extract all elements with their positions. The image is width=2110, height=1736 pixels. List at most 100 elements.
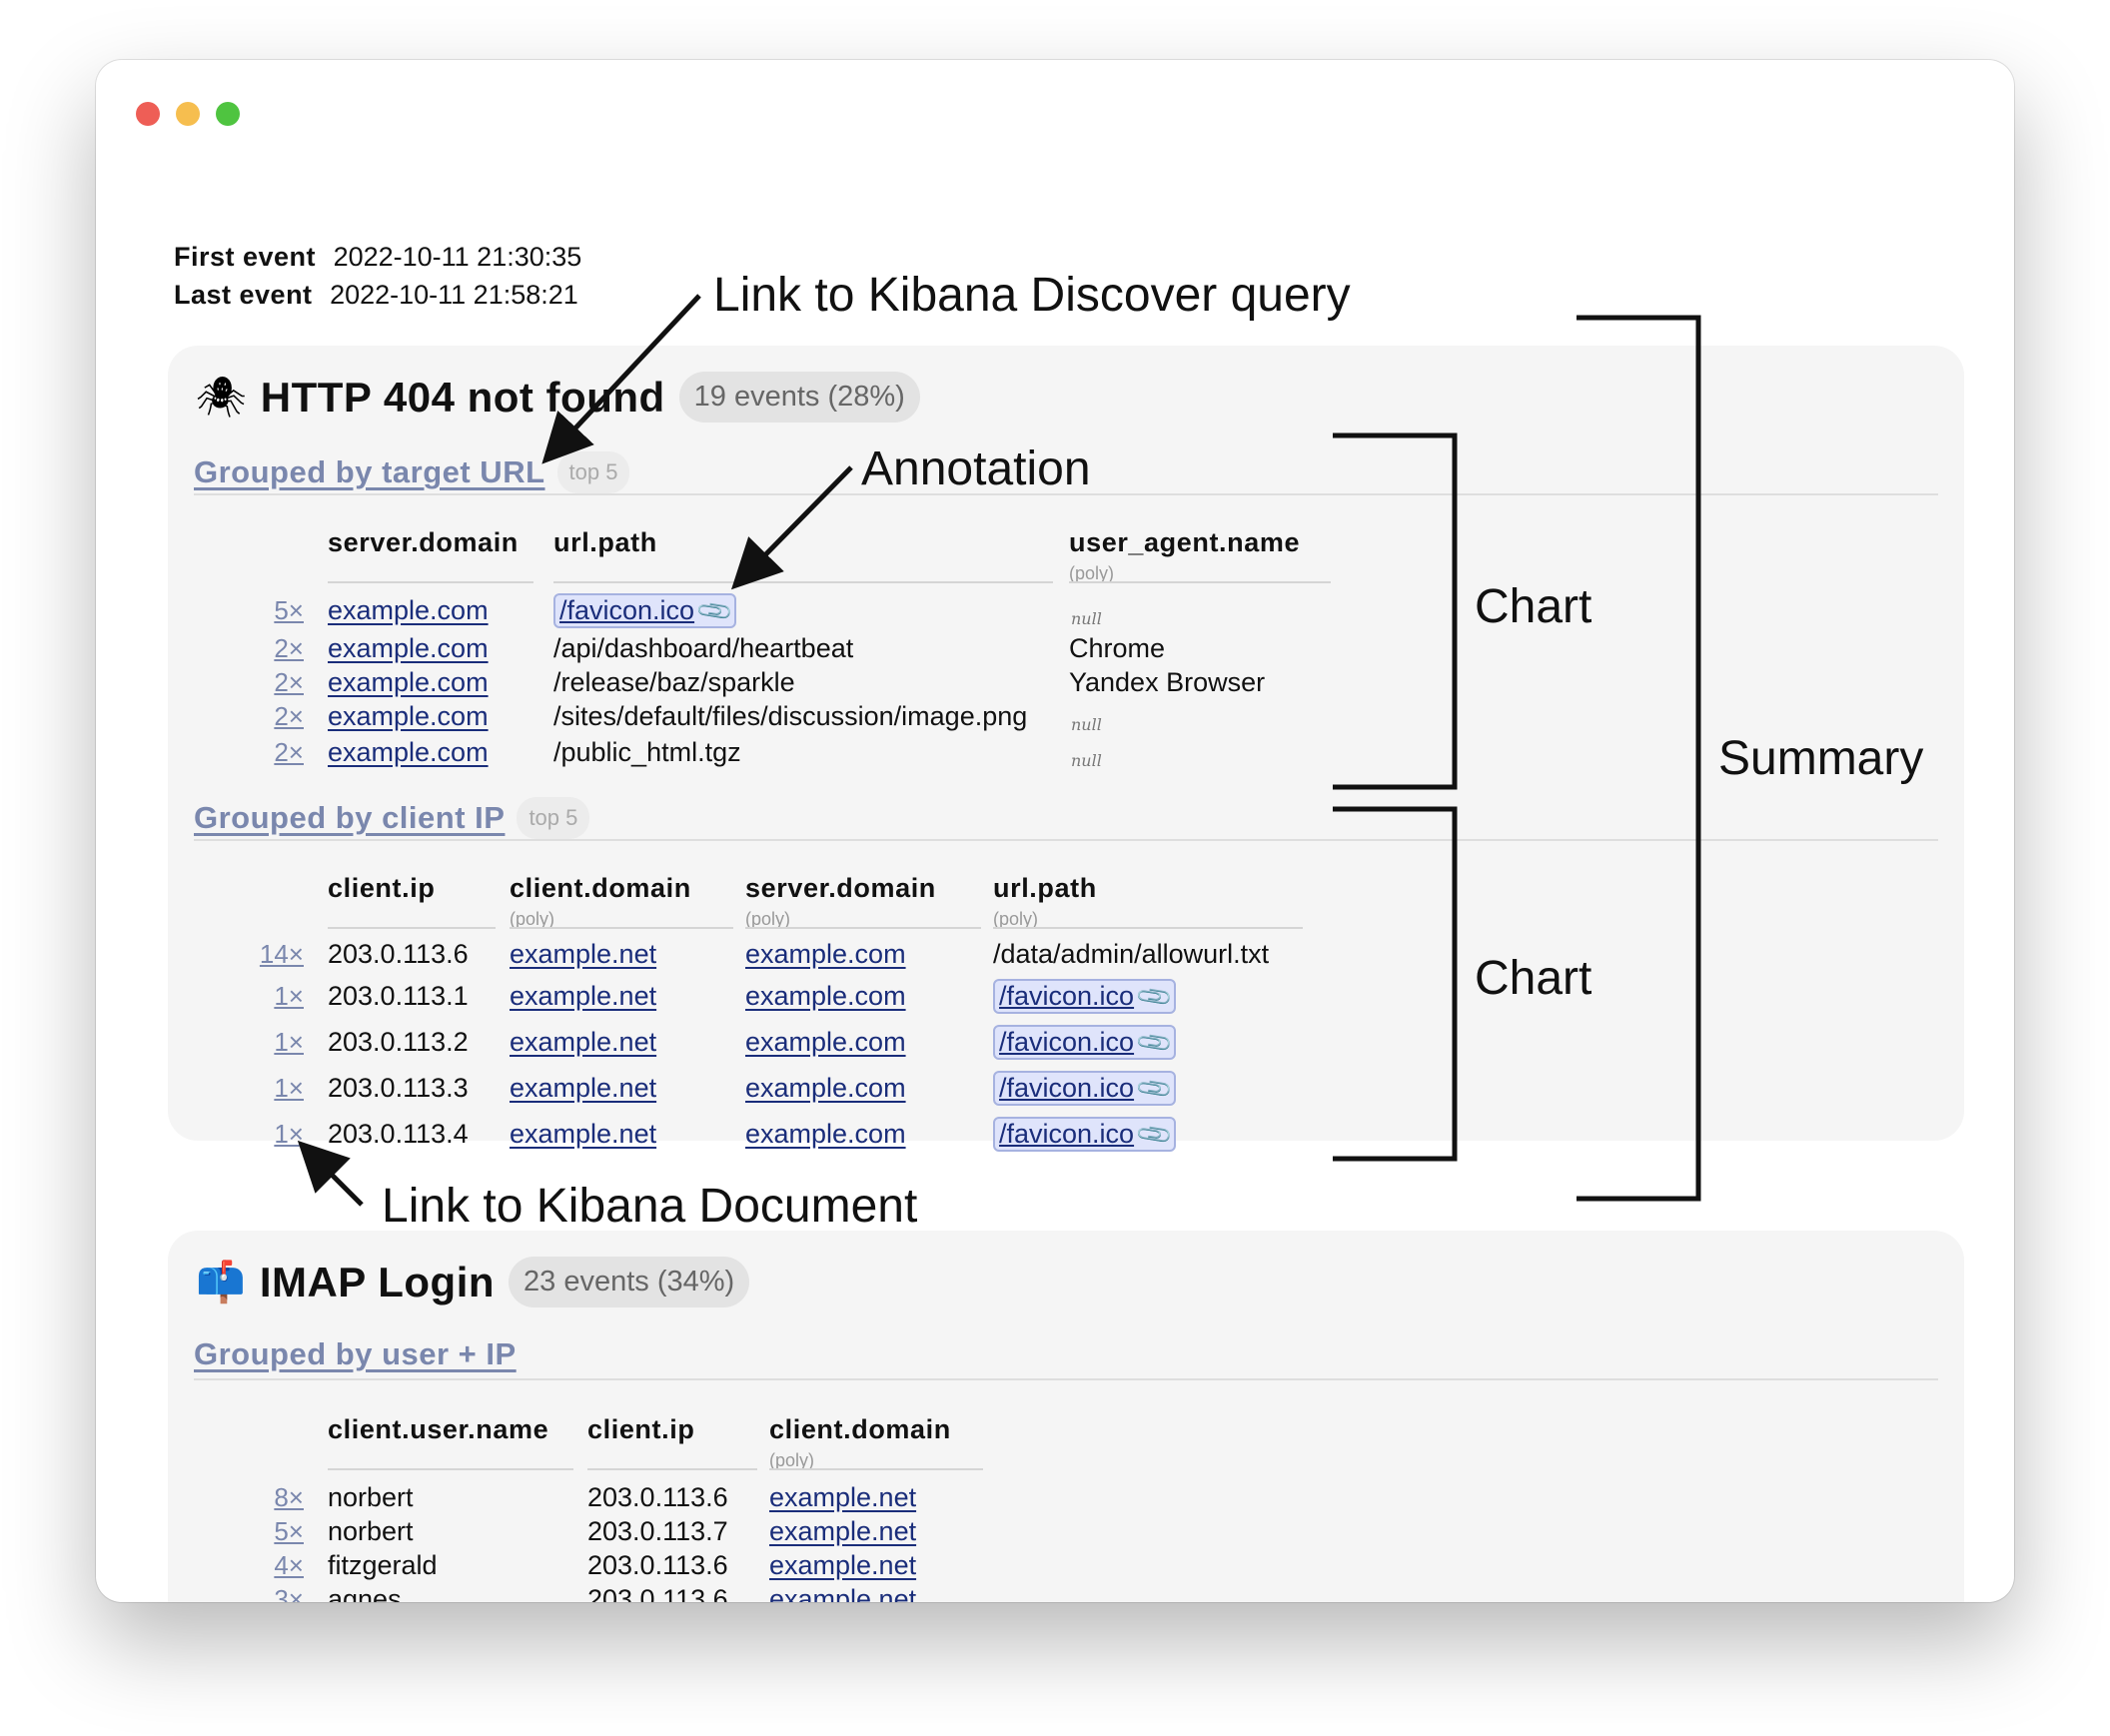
group-divider — [194, 839, 1938, 841]
column-rule — [328, 1468, 573, 1470]
event-count-badge: 19 events (28%) — [678, 372, 920, 423]
client-domain-link[interactable]: example.net — [769, 1516, 917, 1546]
column-rule — [328, 581, 533, 583]
summary-section-http-404: 🕷 HTTP 404 not found 19 events (28%) Gro… — [168, 346, 1964, 1155]
minimize-window-button[interactable] — [176, 102, 200, 126]
kibana-discover-link[interactable]: Grouped by user + IP — [194, 1336, 517, 1371]
annotation-chart-label-1: Chart — [1475, 580, 1592, 633]
poly-label: (poly) — [510, 909, 555, 929]
path-text: /favicon.ico — [999, 981, 1135, 1011]
user-name-value: agnes — [328, 1584, 402, 1602]
column-rule — [993, 927, 1303, 929]
bracket-chart-1 — [1333, 433, 1458, 790]
kibana-document-link[interactable]: 5× — [274, 1516, 304, 1546]
column-header: server.domain — [328, 527, 519, 557]
server-domain-link[interactable]: example.com — [745, 1027, 906, 1057]
annotated-path-link[interactable]: /favicon.ico📎 — [993, 1070, 1176, 1109]
section-title: IMAP Login — [259, 1258, 496, 1305]
column-rule — [587, 1468, 757, 1470]
poly-label: (poly) — [769, 1450, 815, 1470]
column-header: client.domain — [769, 1414, 951, 1444]
kibana-document-link[interactable]: 5× — [274, 595, 304, 625]
annotated-path-link[interactable]: /favicon.ico📎 — [993, 978, 1176, 1017]
column-rule — [510, 927, 733, 929]
column-header: client.domain — [510, 873, 691, 903]
path-text: /favicon.ico — [999, 1073, 1135, 1103]
kibana-document-link[interactable]: 2× — [274, 737, 304, 767]
null-value: null — [1071, 751, 1102, 770]
server-domain-link[interactable]: example.com — [745, 939, 906, 969]
client-ip-value: 203.0.113.3 — [328, 1073, 469, 1103]
client-ip-value: 203.0.113.2 — [328, 1027, 469, 1057]
path-text: /favicon.ico — [559, 595, 695, 625]
column-header: client.ip — [587, 1414, 695, 1444]
column-header: client.ip — [328, 873, 436, 903]
server-domain-link[interactable]: example.com — [745, 1119, 906, 1149]
arrow-to-annotation — [730, 465, 853, 590]
client-domain-link[interactable]: example.net — [510, 939, 657, 969]
client-domain-link[interactable]: example.net — [769, 1584, 917, 1602]
kibana-discover-link[interactable]: Grouped by target URL — [194, 454, 545, 489]
user-name-value: norbert — [328, 1516, 414, 1546]
path-value: /public_html.tgz — [553, 737, 741, 767]
kibana-document-link[interactable]: 8× — [274, 1482, 304, 1512]
kibana-document-link[interactable]: 3× — [274, 1584, 304, 1602]
kibana-document-link[interactable]: 2× — [274, 701, 304, 731]
summary-section-imap-login: 📫 IMAP Login 23 events (34%) Grouped by … — [168, 1231, 1964, 1602]
annotated-path-link[interactable]: /favicon.ico📎 — [553, 592, 736, 631]
section-header: 🕷 HTTP 404 not found 19 events (28%) — [196, 372, 920, 423]
group-header-user-ip: Grouped by user + IP — [194, 1336, 517, 1372]
client-ip-value: 203.0.113.6 — [587, 1550, 728, 1580]
client-domain-link[interactable]: example.net — [510, 1073, 657, 1103]
first-event-label: First event — [174, 242, 317, 272]
kibana-document-link[interactable]: 1× — [274, 981, 304, 1011]
column-header: url.path — [553, 527, 657, 557]
user-name-value: norbert — [328, 1482, 414, 1512]
client-domain-link[interactable]: example.net — [769, 1482, 917, 1512]
client-ip-value: 203.0.113.4 — [328, 1119, 469, 1149]
column-header: url.path — [993, 873, 1097, 903]
column-rule — [553, 581, 1053, 583]
annotated-path-link[interactable]: /favicon.ico📎 — [993, 1116, 1176, 1155]
client-domain-link[interactable]: example.net — [510, 1119, 657, 1149]
mailbox-icon: 📫 — [196, 1261, 246, 1304]
client-ip-value: 203.0.113.6 — [587, 1584, 728, 1602]
domain-link[interactable]: example.com — [328, 633, 489, 663]
bracket-summary — [1577, 315, 1701, 1202]
kibana-document-link[interactable]: 4× — [274, 1550, 304, 1580]
kibana-document-link[interactable]: 1× — [274, 1073, 304, 1103]
kibana-document-link[interactable]: 14× — [259, 939, 304, 969]
client-domain-link[interactable]: example.net — [769, 1550, 917, 1580]
annotated-path-link[interactable]: /favicon.ico📎 — [993, 1024, 1176, 1063]
client-ip-value: 203.0.113.1 — [328, 981, 469, 1011]
first-event-value: 2022-10-11 21:30:35 — [333, 242, 582, 272]
server-domain-link[interactable]: example.com — [745, 981, 906, 1011]
kibana-document-link[interactable]: 2× — [274, 667, 304, 697]
domain-link[interactable]: example.com — [328, 595, 489, 625]
kibana-document-link[interactable]: 2× — [274, 633, 304, 663]
poly-label: (poly) — [745, 909, 791, 929]
zoom-window-button[interactable] — [216, 102, 240, 126]
kibana-document-link[interactable]: 1× — [274, 1027, 304, 1057]
annotation-discover-label: Link to Kibana Discover query — [713, 269, 1351, 322]
top-n-badge: top 5 — [517, 797, 590, 839]
kibana-discover-link[interactable]: Grouped by client IP — [194, 800, 506, 835]
group-header-client-ip: Grouped by client IP top 5 — [194, 797, 590, 839]
domain-link[interactable]: example.com — [328, 737, 489, 767]
poly-label: (poly) — [993, 909, 1039, 929]
column-rule — [1069, 581, 1331, 583]
server-domain-link[interactable]: example.com — [745, 1073, 906, 1103]
group-divider — [194, 493, 1938, 495]
annotation-summary-label: Summary — [1718, 732, 1924, 785]
column-rule — [745, 927, 981, 929]
domain-link[interactable]: example.com — [328, 667, 489, 697]
last-event-label: Last event — [174, 280, 313, 310]
client-domain-link[interactable]: example.net — [510, 1027, 657, 1057]
path-value: /sites/default/files/discussion/image.pn… — [553, 701, 1028, 731]
client-domain-link[interactable]: example.net — [510, 981, 657, 1011]
poly-label: (poly) — [1069, 563, 1115, 583]
close-window-button[interactable] — [136, 102, 160, 126]
user-agent-value: Chrome — [1069, 633, 1166, 663]
annotation-annotation-label: Annotation — [861, 442, 1091, 495]
domain-link[interactable]: example.com — [328, 701, 489, 731]
